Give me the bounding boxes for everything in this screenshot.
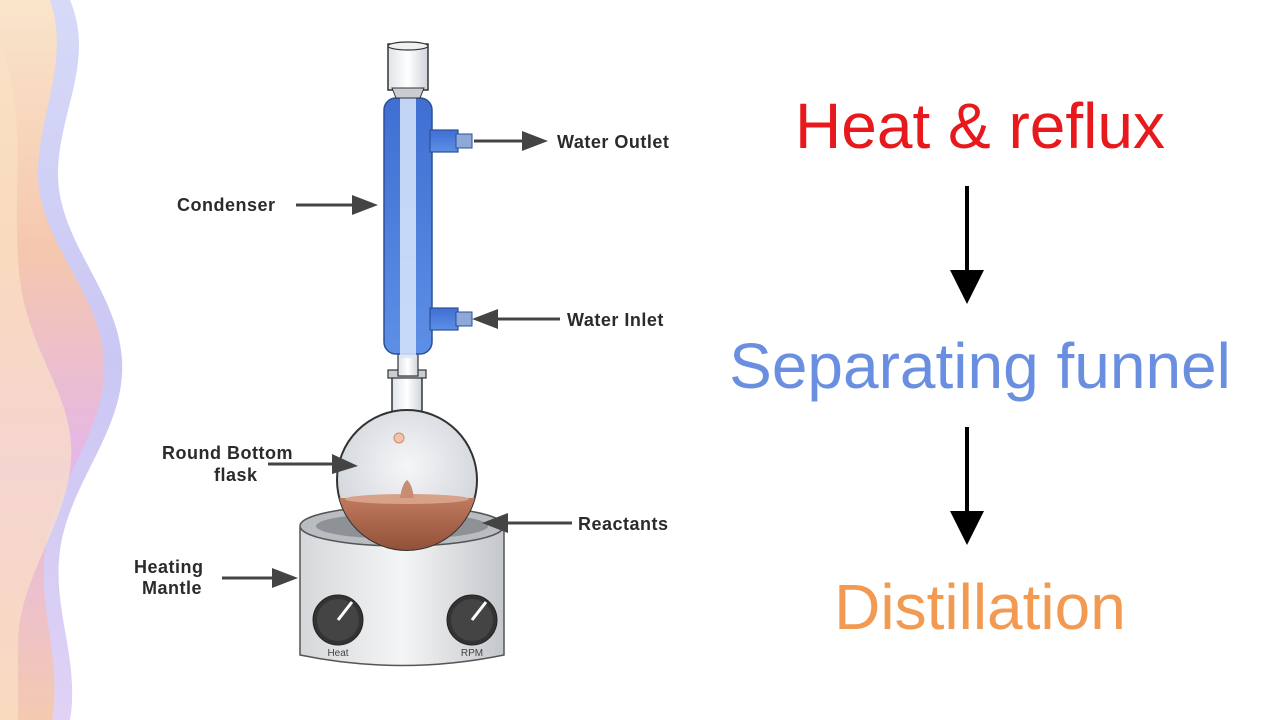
flow-arrow-down-icon — [950, 186, 984, 304]
flow-step-separating-funnel: Separating funnel — [729, 330, 1231, 402]
condenser — [383, 41, 473, 377]
flow-arrow-down-icon — [950, 427, 984, 545]
water-outlet-label: Water Outlet — [557, 132, 669, 152]
diagram-pointers — [222, 131, 572, 588]
reactants-label: Reactants — [578, 514, 669, 534]
rpm-dial-label: RPM — [461, 648, 483, 659]
mantle-label-line2: Mantle — [142, 578, 202, 598]
round-bottom-flask — [336, 369, 478, 551]
flow-step-distillation: Distillation — [834, 571, 1126, 643]
condenser-label: Condenser — [177, 195, 276, 215]
flask-label-line2: flask — [214, 465, 258, 485]
reflux-apparatus-diagram: Heat RPM — [134, 41, 669, 667]
heat-dial: Heat — [312, 594, 364, 659]
mantle-label-line1: Heating — [134, 557, 204, 577]
rpm-dial: RPM — [446, 594, 498, 659]
decorative-wave — [0, 0, 123, 720]
flow-step-heat-reflux: Heat & reflux — [795, 90, 1165, 162]
water-inlet-label: Water Inlet — [567, 310, 664, 330]
flask-label-line1: Round Bottom — [162, 443, 293, 463]
heat-dial-label: Heat — [327, 648, 348, 659]
